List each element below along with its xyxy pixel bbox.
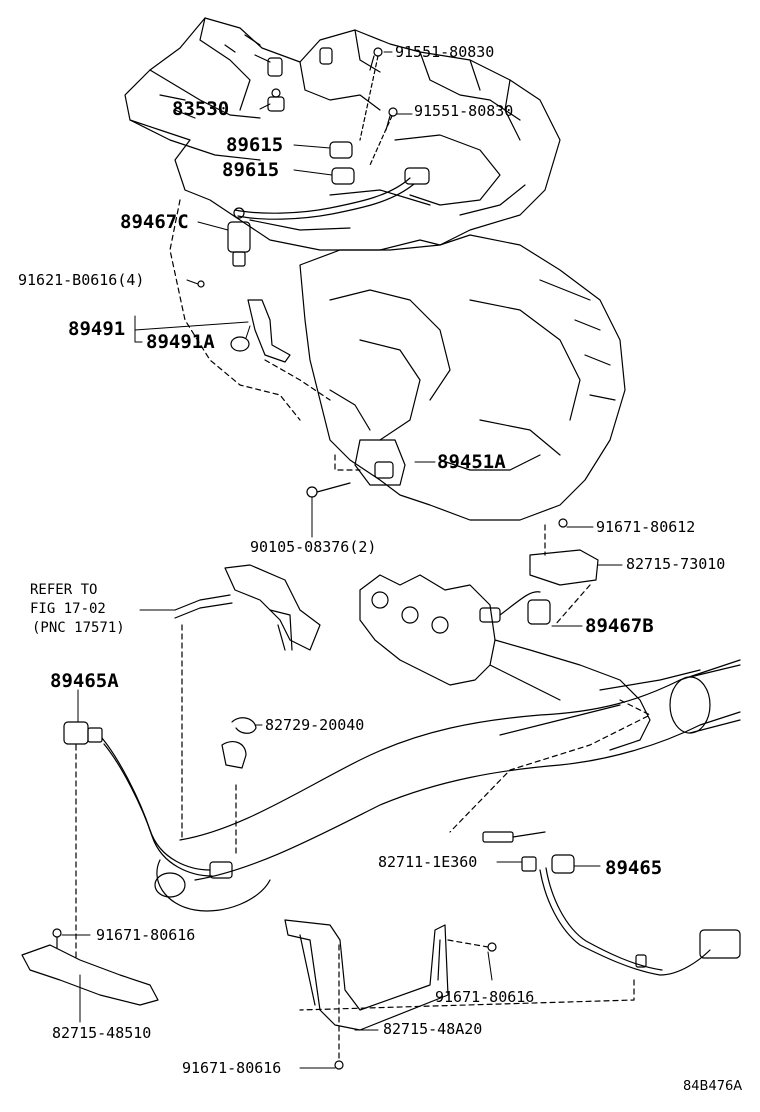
callout-91621-B0616: 91621-B0616(4) bbox=[18, 271, 145, 289]
callout-82715-73010: 82715-73010 bbox=[626, 555, 726, 573]
callout-89491: 89491 bbox=[68, 318, 126, 340]
note-pnc-ref: (PNC 17571) bbox=[32, 620, 125, 636]
callout-91671-80612: 91671-80612 bbox=[596, 518, 696, 536]
transmission-housing bbox=[299, 234, 626, 521]
callout-89491A: 89491A bbox=[146, 331, 215, 353]
callout-82729-20040: 82729-20040 bbox=[265, 716, 365, 734]
callout-83530: 83530 bbox=[172, 98, 230, 120]
sensor-89451A bbox=[306, 439, 406, 498]
sensor-89467C bbox=[227, 207, 251, 267]
callout-82711-1E360: 82711-1E360 bbox=[378, 853, 478, 871]
callout-89465: 89465 bbox=[605, 857, 663, 879]
callout-89465A: 89465A bbox=[50, 670, 119, 692]
callout-91671-80616-left: 91671-80616 bbox=[96, 926, 196, 944]
leader-lines bbox=[61, 51, 623, 1069]
callout-91551-80830-second: 91551-80830 bbox=[414, 102, 514, 120]
switch-83530 bbox=[267, 88, 285, 112]
note-fig-ref: FIG 17-02 bbox=[30, 601, 106, 617]
sensor-89467B bbox=[479, 518, 599, 625]
engine-outline-dashed bbox=[169, 199, 301, 421]
engine-outline-dashed-2 bbox=[264, 359, 331, 401]
sensors-89615 bbox=[329, 141, 430, 185]
bolts-91551 bbox=[369, 47, 398, 131]
upper-sensor-wire bbox=[234, 177, 411, 214]
callout-89615-b: 89615 bbox=[222, 159, 280, 181]
callout-89615-a: 89615 bbox=[226, 134, 284, 156]
figure-code: 84B476A bbox=[683, 1079, 743, 1094]
sensor-89465A bbox=[63, 721, 233, 879]
note-refer-to: REFER TO bbox=[30, 582, 98, 598]
callout-82715-48A20: 82715-48A20 bbox=[383, 1020, 483, 1038]
callout-89467C: 89467C bbox=[120, 211, 189, 233]
callout-90105-08376: 90105-08376(2) bbox=[250, 538, 377, 556]
sensor-89465 bbox=[482, 831, 741, 976]
bracket-82715-48A20 bbox=[284, 919, 497, 1070]
callout-91671-80616-mid: 91671-80616 bbox=[435, 988, 535, 1006]
clamp-82729 bbox=[221, 717, 257, 769]
bracket-refer-fig bbox=[174, 564, 321, 651]
callout-91551-80830-top: 91551-80830 bbox=[395, 43, 495, 61]
callout-91671-80616-bottom: 91671-80616 bbox=[182, 1059, 282, 1077]
engine-block bbox=[124, 17, 561, 251]
exhaust-manifold bbox=[359, 574, 651, 751]
bracket-82715-48510 bbox=[21, 928, 159, 1006]
callout-82715-48510: 82715-48510 bbox=[52, 1024, 152, 1042]
callout-89467B: 89467B bbox=[585, 615, 654, 637]
bolt-91551-dashed bbox=[359, 55, 379, 141]
exhaust-pipe bbox=[154, 659, 741, 912]
callout-89451A: 89451A bbox=[437, 451, 506, 473]
